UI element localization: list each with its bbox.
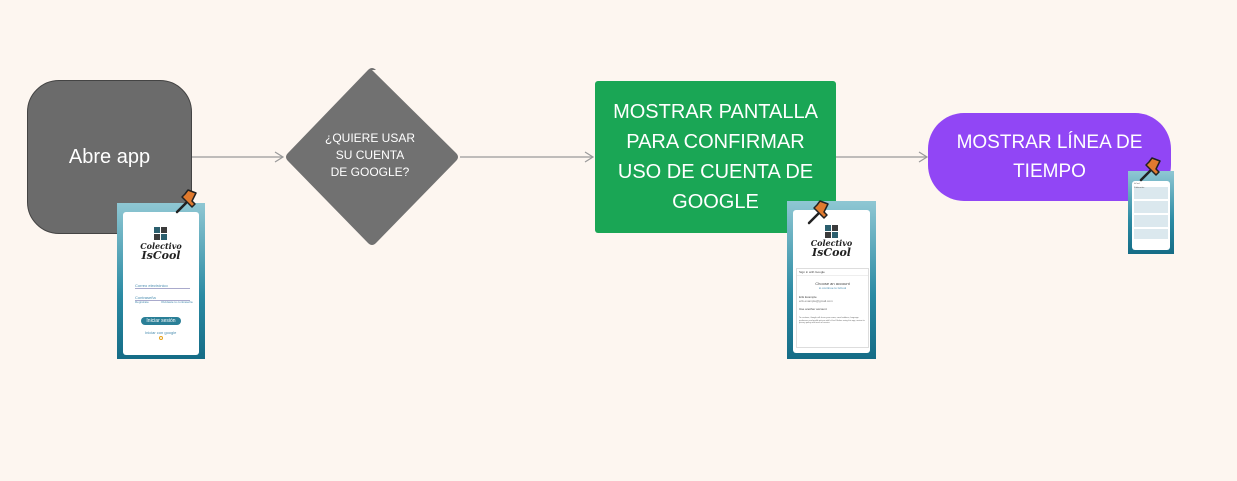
timeline-terminal-node[interactable]: MOSTRAR LÍNEA DE TIEMPO — [928, 113, 1171, 201]
email-field[interactable]: Correo electrónico — [135, 283, 190, 289]
arrowhead-timeline — [918, 151, 929, 163]
timeline-post-title: Publicación — [1134, 187, 1145, 189]
decision-line-2: SU CUENTA — [335, 148, 405, 162]
timeline-preview-screen: IsCool Publicación — [1132, 181, 1170, 250]
timeline-title: IsCool — [1134, 183, 1140, 185]
google-dialog: Sign in with Google Choose an account to… — [796, 268, 869, 348]
timeline-line-1: MOSTRAR LÍNEA DE — [956, 132, 1143, 153]
login-logo-text: Colectivo IsCool — [123, 241, 199, 262]
password-field[interactable]: Contraseña — [135, 295, 190, 301]
login-button[interactable]: Iniciar sesión — [141, 317, 181, 325]
logo-icon — [154, 227, 167, 240]
logo-line-2: IsCool — [812, 246, 851, 259]
forgot-password-link[interactable]: Olvidaste tu contraseña — [161, 300, 193, 304]
password-label: Contraseña — [135, 295, 156, 300]
decision-node-label: ¿QUIERE USAR SU CUENTA DE GOOGLE? — [320, 130, 420, 181]
logo-icon — [825, 225, 838, 238]
timeline-post — [1134, 215, 1168, 227]
pushpin-icon — [175, 189, 197, 214]
choose-account-title: Choose an account — [815, 281, 850, 286]
pushpin-icon — [1139, 157, 1161, 182]
confirm-line-2: PARA CONFIRMAR — [626, 131, 805, 153]
logo-line-2: IsCool — [141, 249, 181, 262]
account-email: erik.example@gmail.com — [799, 299, 833, 303]
account-option[interactable]: Erik Example erik.example@gmail.com — [799, 295, 866, 303]
logo-line-1: Colectivo — [140, 241, 182, 251]
google-confirm-screen: Colectivo IsCool Sign in with Google Cho… — [793, 210, 870, 353]
login-screen: Colectivo IsCool Correo electrónico Cont… — [123, 212, 199, 355]
google-g-icon[interactable] — [159, 336, 163, 340]
confirm-logo-text: Colectivo IsCool — [793, 238, 870, 259]
google-login-link[interactable]: Iniciar con google — [145, 330, 177, 335]
confirm-line-3: USO DE CUENTA DE — [617, 161, 814, 183]
dialog-header: Sign in with Google — [797, 269, 868, 276]
choose-account-subtitle: to continue to IsCool — [818, 286, 847, 290]
confirm-line-1: MOSTRAR PANTALLA — [613, 101, 818, 123]
arrowhead-decision — [274, 151, 285, 163]
google-confirm-mockup[interactable]: Colectivo IsCool Sign in with Google Cho… — [787, 201, 876, 359]
arrowhead-confirm — [584, 151, 595, 163]
use-another-account[interactable]: Use another account — [799, 307, 827, 311]
pushpin-icon — [807, 200, 829, 225]
decision-line-1: ¿QUIERE USAR — [324, 131, 415, 145]
timeline-preview-mockup[interactable]: IsCool Publicación — [1128, 171, 1174, 254]
decision-line-3: DE GOOGLE? — [330, 165, 410, 179]
confirm-line-4: GOOGLE — [672, 191, 759, 213]
email-label: Correo electrónico — [135, 283, 168, 288]
dialog-footer: To continue, Google will share your name… — [799, 317, 865, 325]
login-screen-mockup[interactable]: Colectivo IsCool Correo electrónico Cont… — [117, 203, 205, 359]
timeline-post: Publicación — [1134, 187, 1168, 199]
account-name: Erik Example — [799, 295, 817, 299]
register-link[interactable]: Regístrate — [135, 300, 149, 304]
start-node-label: Abre app — [68, 145, 151, 168]
timeline-post — [1134, 201, 1168, 213]
logo-line-1: Colectivo — [810, 238, 853, 248]
decision-node[interactable] — [284, 68, 460, 247]
timeline-post — [1134, 229, 1168, 239]
timeline-line-2: TIEMPO — [1013, 161, 1086, 182]
